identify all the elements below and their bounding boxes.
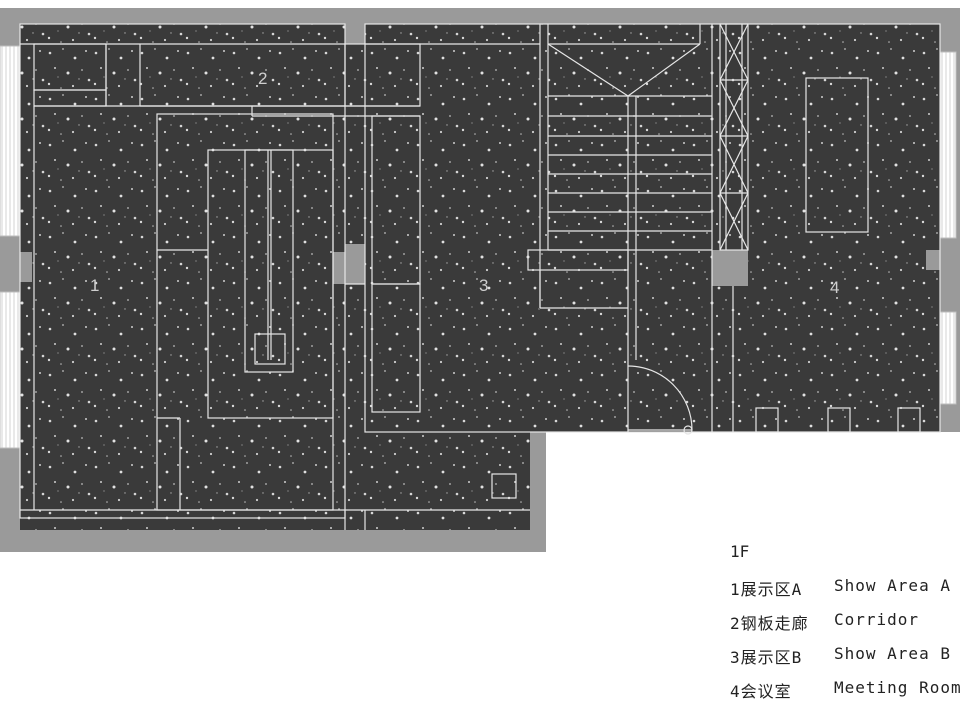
window-left-upper xyxy=(0,45,21,237)
room-number-1: 1 xyxy=(90,276,99,295)
floor-left xyxy=(20,24,345,518)
window-left-lower xyxy=(0,291,21,449)
right-column xyxy=(926,250,958,270)
window-right-lower xyxy=(939,311,957,405)
floor-connector-top xyxy=(345,44,365,244)
room-number-3: 3 xyxy=(479,276,488,295)
legend-item-cn: 4会议室 xyxy=(730,682,792,701)
window-right-upper xyxy=(939,51,957,239)
legend-item-cn: 1展示区A xyxy=(730,580,803,599)
floor-right xyxy=(365,24,940,518)
legend-item-en: Show Area B xyxy=(834,644,951,663)
legend-item-cn: 3展示区B xyxy=(730,648,803,667)
legend-item-en: Corridor xyxy=(834,610,920,629)
central-column xyxy=(333,252,365,284)
legend: 1F 1展示区A Show Area A 2钢板走廊 Corridor 3展示区… xyxy=(730,542,960,702)
floor-plan: 1 2 3 4 xyxy=(0,8,960,552)
legend-item-cn: 2钢板走廊 xyxy=(730,614,809,633)
floor-bottom-strip xyxy=(20,510,530,530)
floor-connector-bottom xyxy=(345,284,365,518)
stair-column xyxy=(712,250,748,286)
left-column xyxy=(2,252,32,282)
room-number-2: 2 xyxy=(258,69,267,88)
room-number-4: 4 xyxy=(830,278,839,297)
legend-item-en: Meeting Room xyxy=(834,678,960,697)
floor-level-label: 1F xyxy=(730,542,750,561)
plan-linework xyxy=(19,23,941,530)
legend-item-en: Show Area A xyxy=(834,576,951,595)
